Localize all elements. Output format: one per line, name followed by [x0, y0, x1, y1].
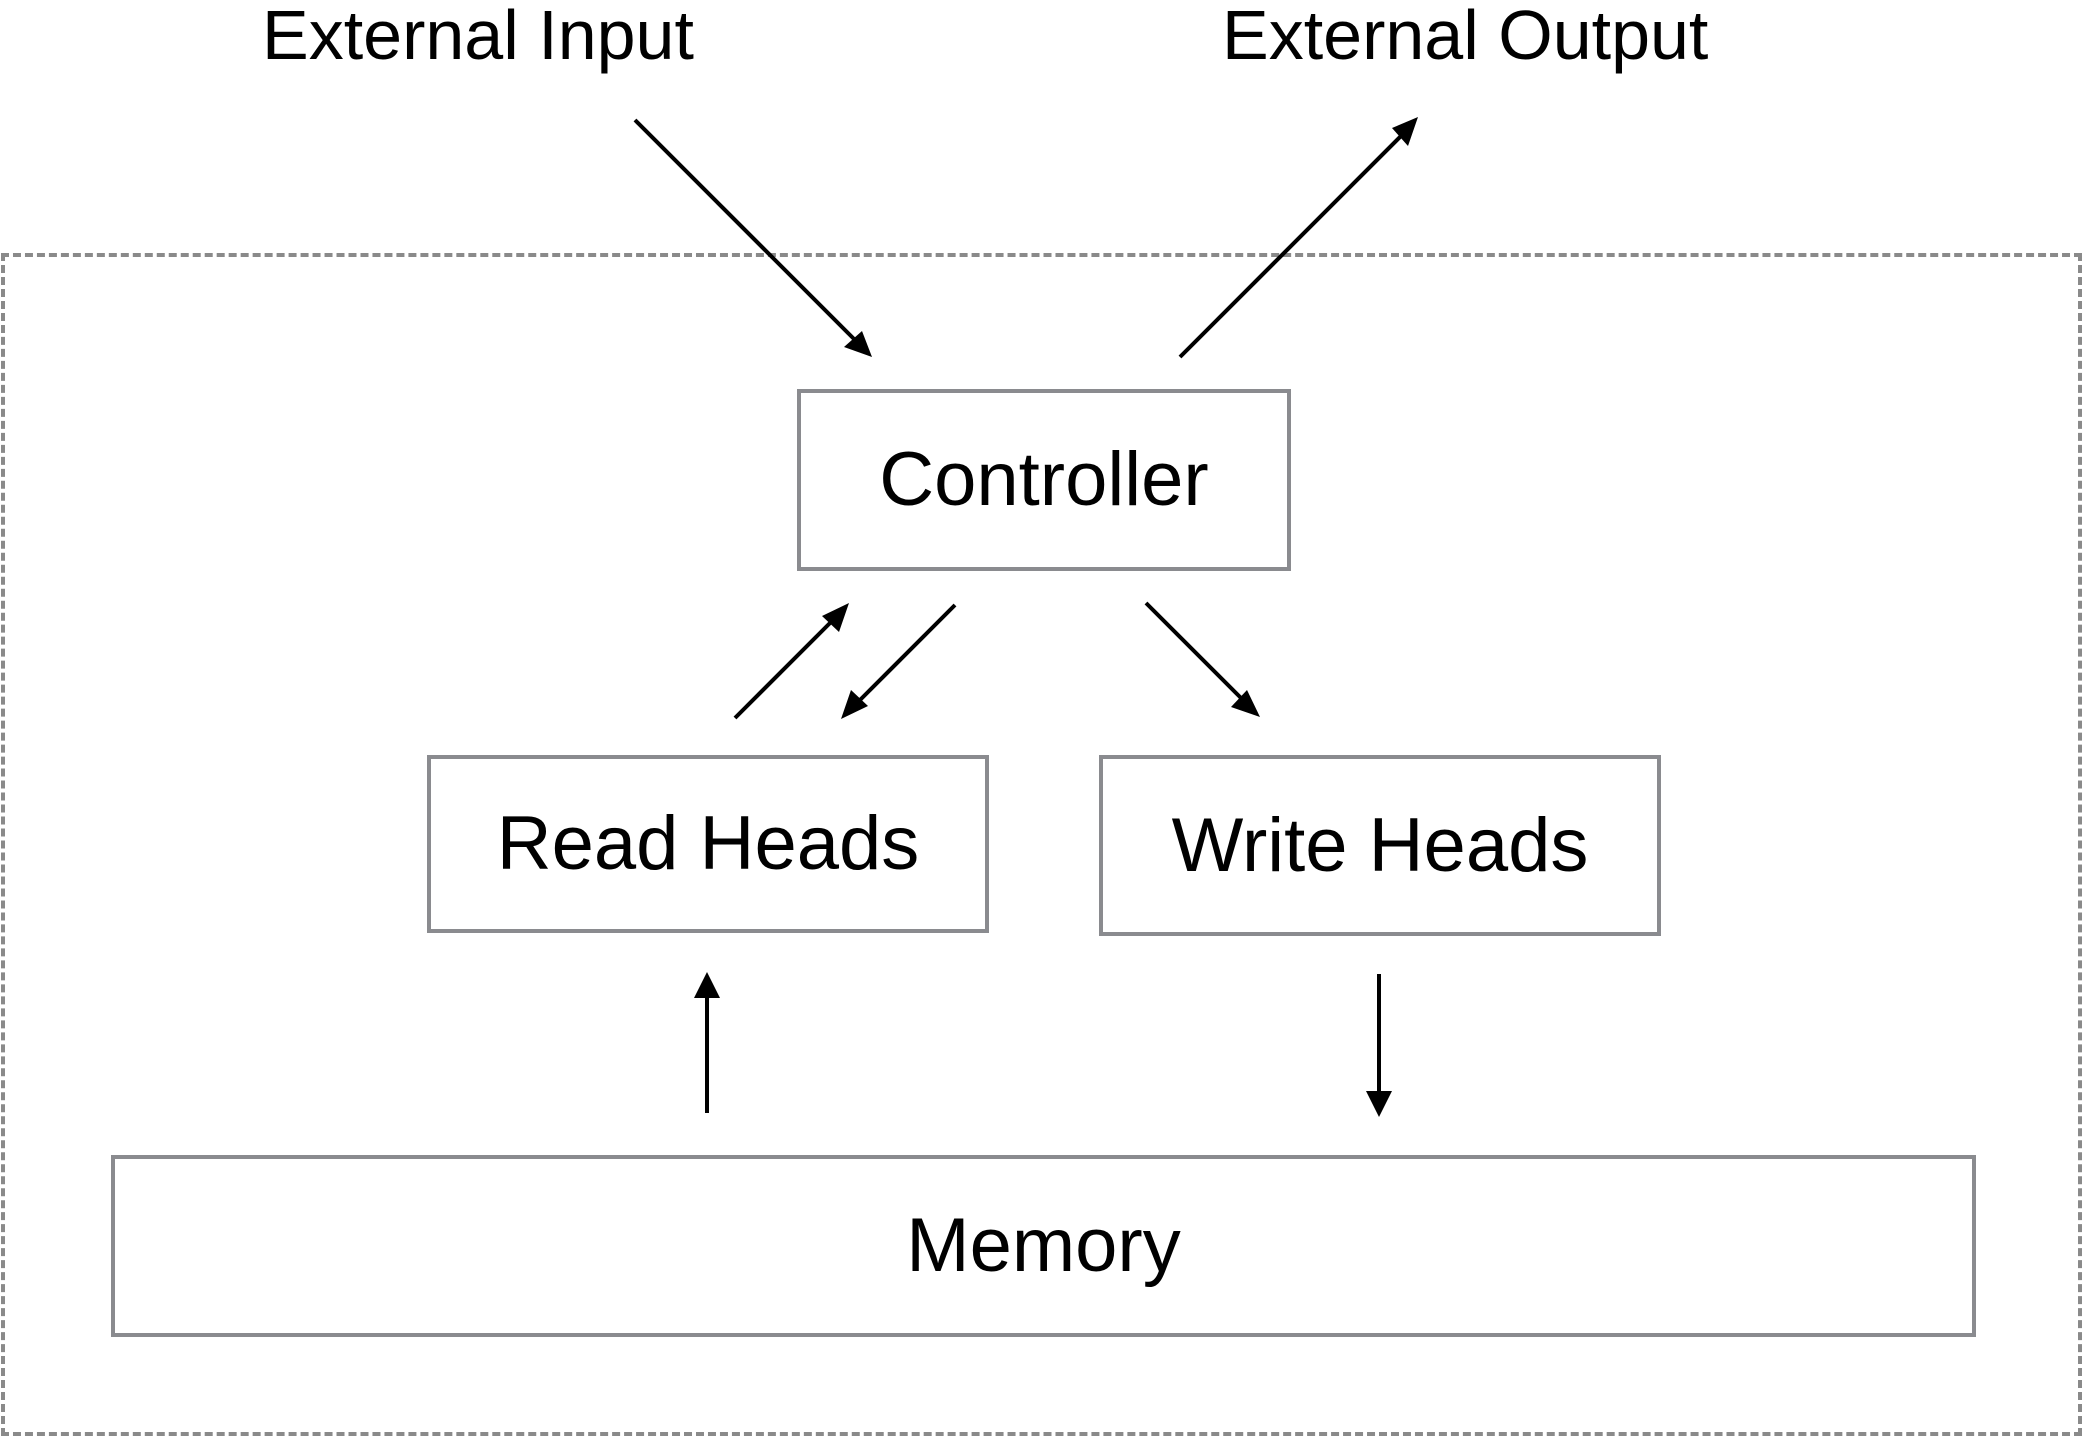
system-boundary [1, 253, 2082, 1436]
read-heads-label: Read Heads [496, 801, 920, 886]
write-heads-label: Write Heads [1171, 802, 1589, 888]
external-input-label: External Input [262, 0, 694, 74]
arrow-controller-to-output [1178, 117, 1418, 359]
read-heads-node: Read Heads [427, 755, 989, 933]
arrow-controller-to-write [1144, 601, 1260, 717]
memory-node: Memory [111, 1155, 1976, 1337]
controller-node: Controller [797, 389, 1291, 571]
arrow-memory-to-read [694, 972, 720, 1113]
controller-label: Controller [879, 437, 1209, 522]
arrow-controller-to-read [841, 603, 957, 719]
arrow-write-to-memory [1366, 974, 1392, 1117]
memory-label: Memory [906, 1203, 1181, 1288]
arrow-read-to-controller [733, 603, 849, 720]
external-output-label: External Output [1222, 0, 1709, 74]
arrow-input-to-controller [633, 118, 872, 357]
write-heads-node: Write Heads [1099, 755, 1661, 936]
